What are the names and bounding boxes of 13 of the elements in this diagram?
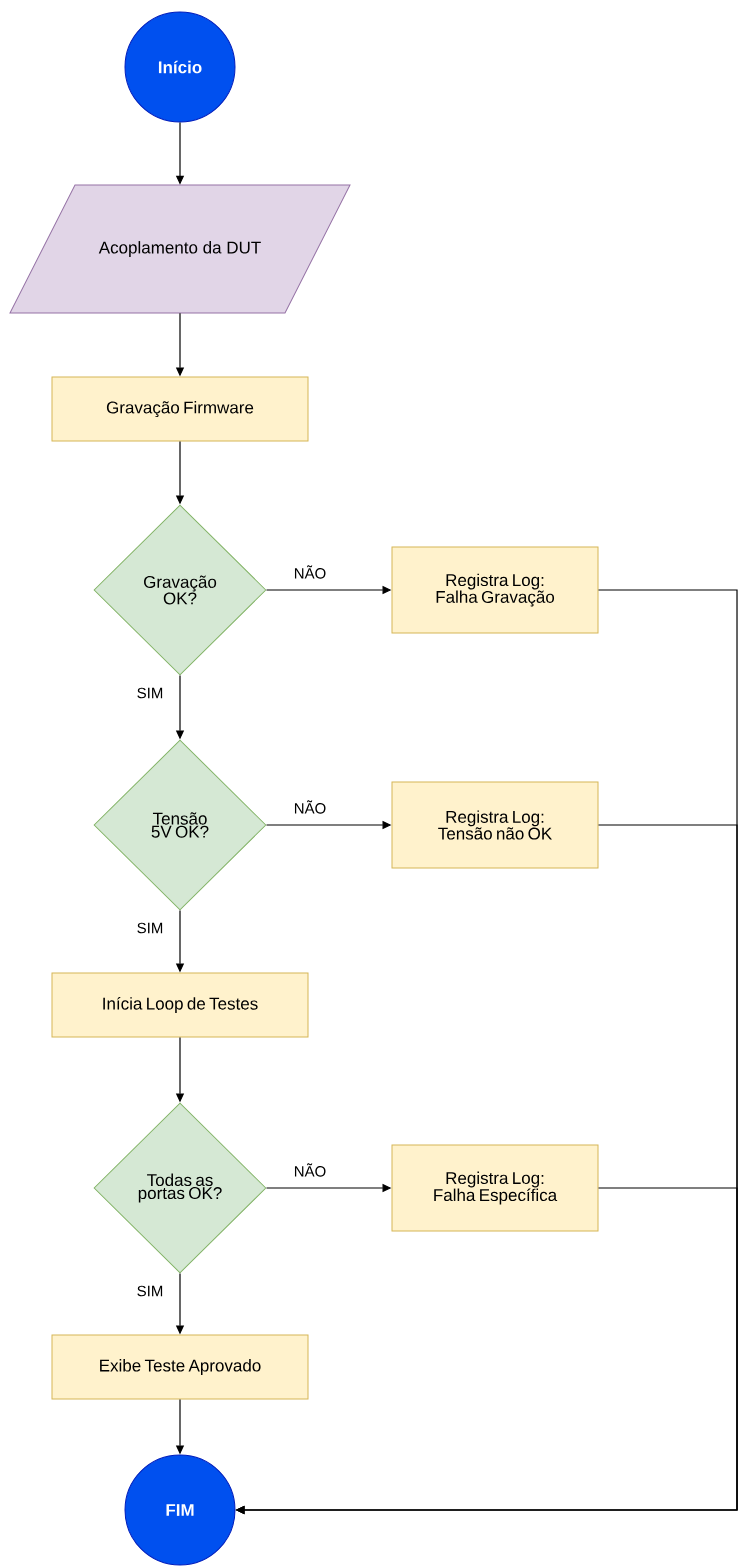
process-box: Inícia Loop de Testes (51, 972, 309, 1038)
process-box: Registra Log: Falha Gravação (391, 546, 599, 634)
process-box: Registra Log: Tensão não OK (391, 781, 599, 869)
edge-label: NÃO (292, 799, 328, 815)
input-parallelogram: Acoplamento da DUT (9, 184, 351, 314)
edge-label: SIM (135, 686, 165, 700)
edge-label: NÃO (292, 564, 328, 580)
edge-label: SIM (135, 1284, 165, 1298)
edge-label: NÃO (292, 1162, 328, 1178)
process-box: Registra Log: Falha Específica (391, 1144, 599, 1232)
edge-label: SIM (135, 921, 165, 935)
process-box: Exibe Teste Aprovado (51, 1334, 309, 1400)
process-box: Gravação Firmware (51, 376, 309, 442)
